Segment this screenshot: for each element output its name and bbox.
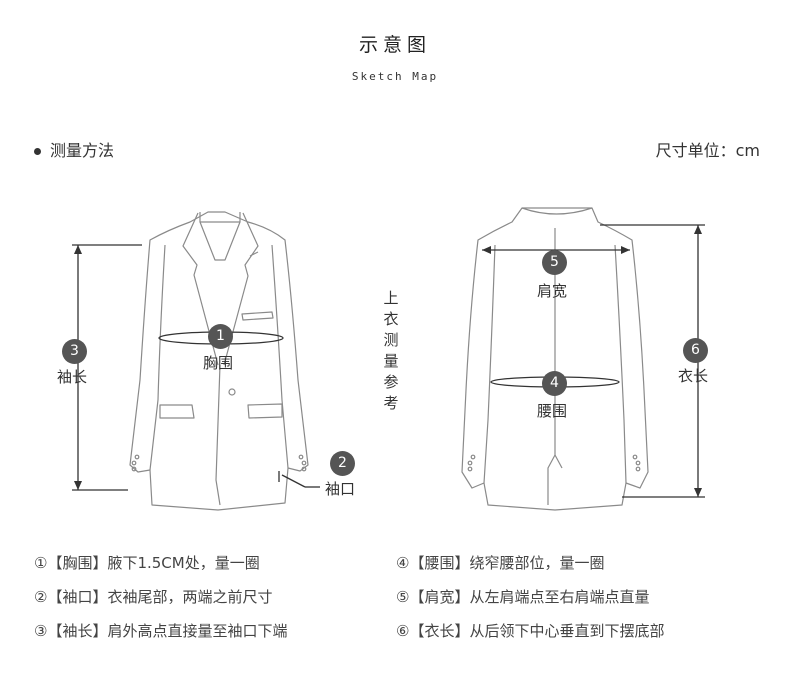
vertical-caption: 上 衣 测 量 参 考	[380, 288, 402, 414]
vertical-char: 参	[383, 373, 399, 391]
note-item: ②【袖口】衣袖尾部，两端之前尺寸	[34, 588, 273, 606]
notes-right: ④【腰围】绕窄腰部位，量一圈 ⑤【肩宽】从左肩端点至右肩端点直量 ⑥【衣长】从后…	[396, 553, 664, 655]
vertical-char: 量	[383, 352, 399, 370]
bullet-dot-icon	[34, 148, 41, 155]
page-title: 示意图	[358, 34, 431, 56]
measure-method-heading: 测量方法	[34, 137, 114, 161]
marker-label-waist: 腰围	[537, 402, 568, 420]
marker-number-4: 4	[542, 371, 567, 396]
note-item: ③【袖长】肩外高点直接量至袖口下端	[34, 622, 288, 640]
vertical-char: 衣	[383, 310, 399, 328]
method-label: 测量方法	[50, 141, 115, 160]
note-item: ①【胸围】腋下1.5CM处，量一圈	[34, 554, 260, 572]
marker-label-shoulder: 肩宽	[537, 282, 568, 300]
marker-label-chest: 胸围	[203, 354, 234, 372]
note-item: ④【腰围】绕窄腰部位，量一圈	[396, 554, 605, 572]
notes-left: ①【胸围】腋下1.5CM处，量一圈 ②【袖口】衣袖尾部，两端之前尺寸 ③【袖长】…	[34, 553, 287, 655]
unit-label: 尺寸单位：cm	[655, 141, 760, 160]
note-item: ⑤【肩宽】从左肩端点至右肩端点直量	[396, 588, 650, 606]
page-subtitle: Sketch Map	[351, 70, 439, 83]
marker-number-3: 3	[62, 339, 87, 364]
marker-label-length: 衣长	[678, 367, 709, 385]
marker-number-5: 5	[542, 250, 567, 275]
vertical-char: 测	[383, 331, 399, 349]
vertical-char: 考	[383, 394, 399, 412]
vertical-char: 上	[383, 289, 399, 307]
marker-number-1: 1	[208, 324, 233, 349]
marker-label-sleeve-length: 袖长	[57, 368, 88, 386]
back-jacket	[461, 207, 649, 511]
front-jacket	[129, 211, 309, 511]
cuff-measure-line	[281, 474, 306, 488]
marker-label-cuff: 袖口	[325, 480, 356, 498]
marker-number-6: 6	[683, 338, 708, 363]
note-item: ⑥【衣长】从后领下中心垂直到下摆底部	[396, 622, 665, 640]
marker-number-2: 2	[330, 451, 355, 476]
